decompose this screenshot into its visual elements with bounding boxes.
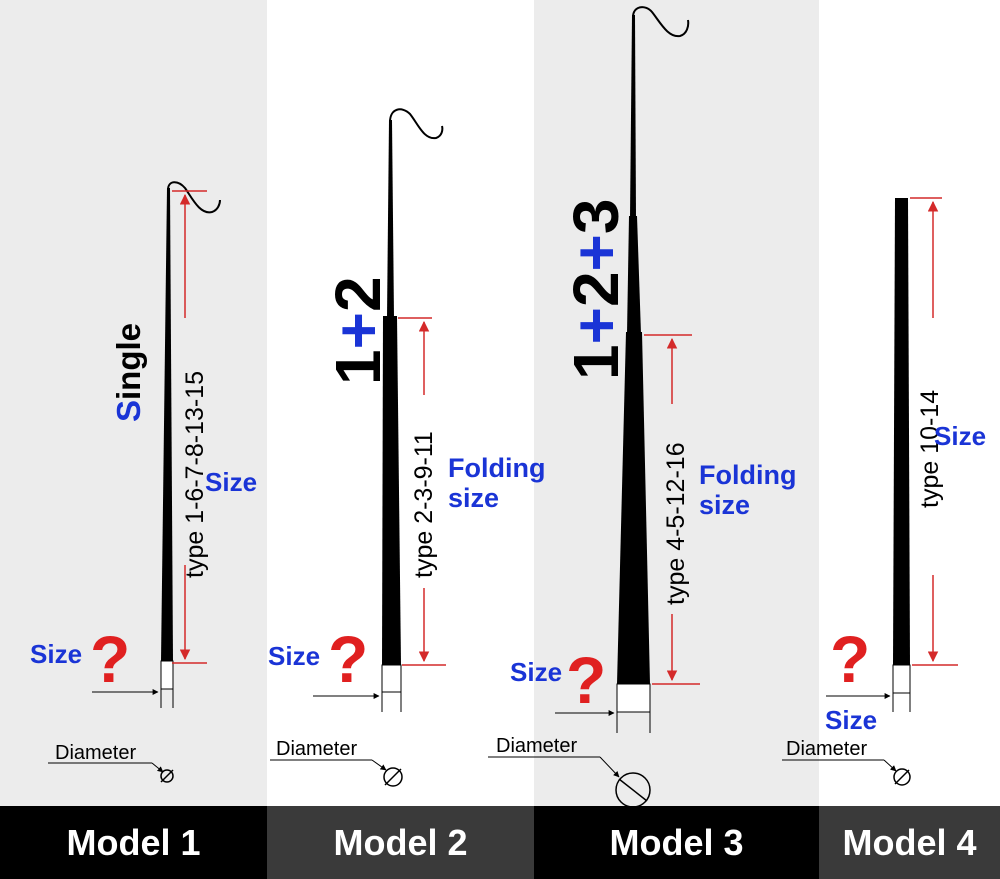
- model-2-rod-tip-white: [381, 664, 402, 693]
- model-2-diameter-icon: [383, 767, 403, 787]
- footer-model-1: Model 1: [0, 806, 267, 879]
- model-4-question-icon: ?: [830, 622, 870, 696]
- model-2-rod-upper: [387, 120, 394, 318]
- model-4-size-bottom: Size: [825, 705, 877, 735]
- model-3-diameter-icon: [615, 772, 651, 806]
- model-3-rod-middle: [627, 216, 641, 334]
- model-1-group: type 1-6-7-8-13-15 Single Size Size ? Di…: [30, 181, 257, 783]
- footer-model-4: Model 4: [819, 806, 1000, 879]
- model-3-rod-bottom: [617, 332, 650, 684]
- footer-model-3: Model 3: [534, 806, 819, 879]
- model-2-question-icon: ?: [328, 622, 368, 696]
- model-4-group: type 10-14 Size ? Size Diameter: [782, 197, 986, 786]
- model-2-folding-line1: Folding: [448, 453, 545, 483]
- panel-model-1-bg: [0, 0, 267, 806]
- model-4-size-label: Size: [934, 421, 986, 451]
- model-2-hook: [389, 108, 444, 140]
- model-3-folding-line2: size: [699, 490, 750, 520]
- model-3-type-label: type 4-5-12-16: [662, 442, 690, 605]
- model-4-rod: [893, 198, 910, 665]
- model-1-question-icon: ?: [90, 622, 130, 696]
- model-3-hook: [632, 6, 690, 38]
- model-1-type-label: type 1-6-7-8-13-15: [181, 371, 209, 578]
- model-1-hook: [167, 181, 221, 214]
- model-3-rod-top: [630, 15, 636, 218]
- model-4-diameter-label: Diameter: [786, 738, 867, 760]
- model-3-group: type 4-5-12-16 1+2+3 Folding size Size ?…: [488, 6, 796, 806]
- model-3-heading: 1+2+3: [560, 198, 632, 380]
- model-4-type-label: type 10-14: [916, 390, 944, 508]
- model-2-folding-line2: size: [448, 483, 499, 513]
- model-3-diameter-label: Diameter: [496, 735, 577, 757]
- footer-model-2: Model 2: [267, 806, 534, 879]
- model-3-folding-line1: Folding: [699, 460, 796, 490]
- model-3-question-icon: ?: [566, 643, 606, 717]
- model-1-size-label: Size: [205, 467, 257, 497]
- model-1-diameter-label: Diameter: [55, 742, 136, 764]
- model-1-rod: [161, 188, 173, 661]
- model-2-group: type 2-3-9-11 1+2 Folding size Size ? Di…: [268, 108, 545, 787]
- rods-drawing: type 1-6-7-8-13-15 Single Size Size ? Di…: [30, 6, 986, 806]
- model-1-diameter-icon: [160, 769, 174, 783]
- model-4-rod-tip-white: [892, 664, 911, 694]
- model-1-rod-tip-white: [160, 660, 174, 690]
- model-2-type-label: type 2-3-9-11: [410, 431, 438, 578]
- model-2-diameter-label: Diameter: [276, 738, 357, 760]
- model-3-rod-tip-white: [616, 683, 651, 713]
- model-1-size-left: Size: [30, 639, 82, 669]
- model-4-diameter-icon: [893, 768, 911, 786]
- model-2-size-left: Size: [268, 641, 320, 671]
- model-1-heading: Single: [110, 323, 147, 422]
- model-2-rod-lower: [382, 316, 401, 665]
- model-3-size-left: Size: [510, 657, 562, 687]
- model-2-heading: 1+2: [322, 276, 394, 385]
